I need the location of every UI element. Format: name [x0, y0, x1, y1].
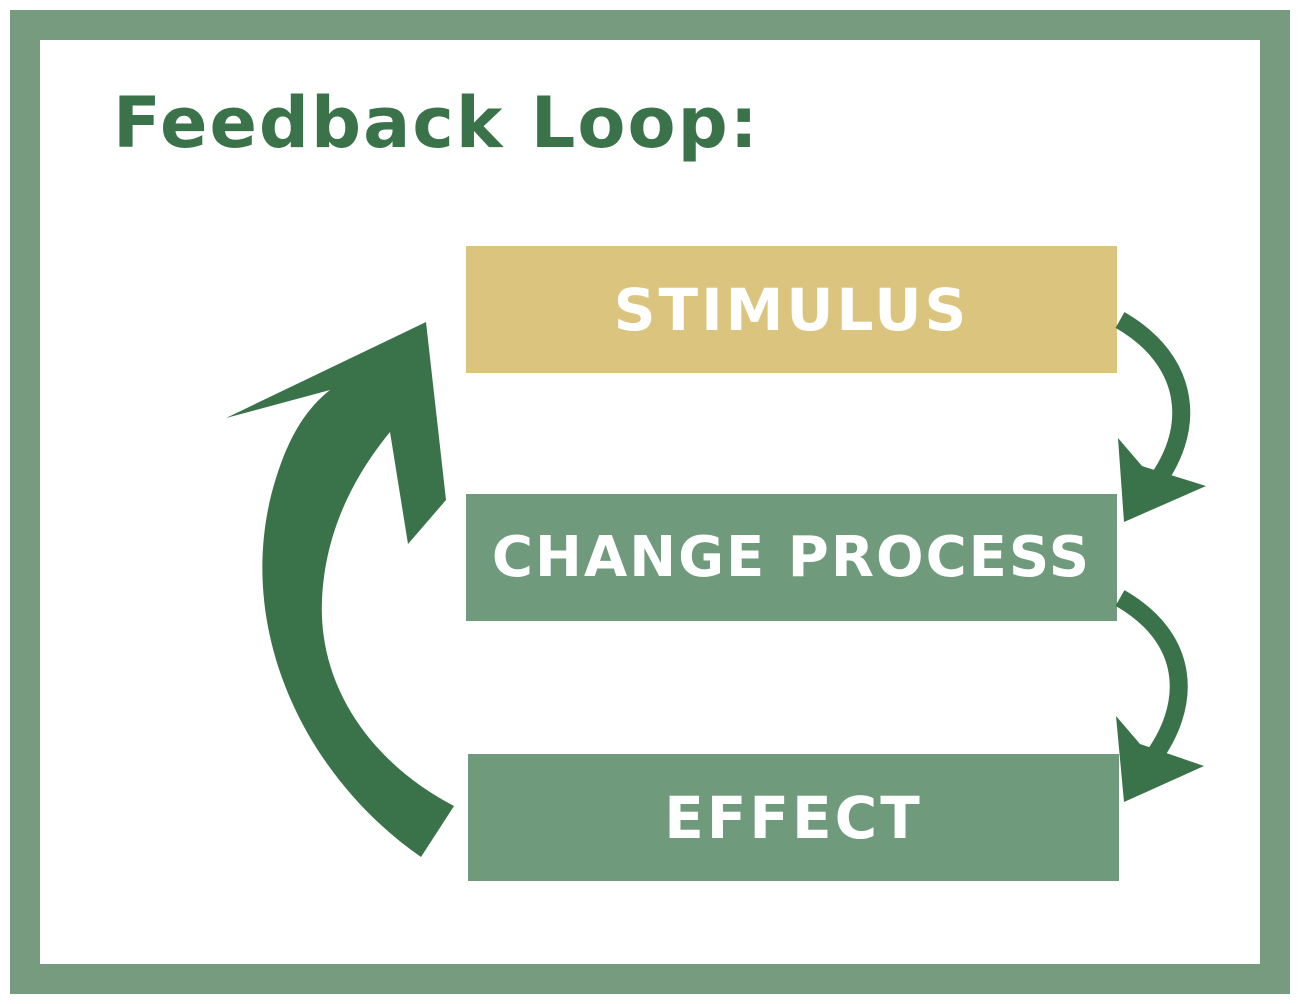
page-title: Feedback Loop:	[113, 82, 760, 164]
effect-label: EFFECT	[664, 783, 923, 852]
change-process-label: CHANGE PROCESS	[491, 525, 1092, 590]
stimulus-label: STIMULUS	[613, 275, 970, 344]
stimulus-box: STIMULUS	[466, 246, 1117, 373]
change-process-box: CHANGE PROCESS	[466, 494, 1117, 621]
effect-box: EFFECT	[468, 754, 1119, 881]
